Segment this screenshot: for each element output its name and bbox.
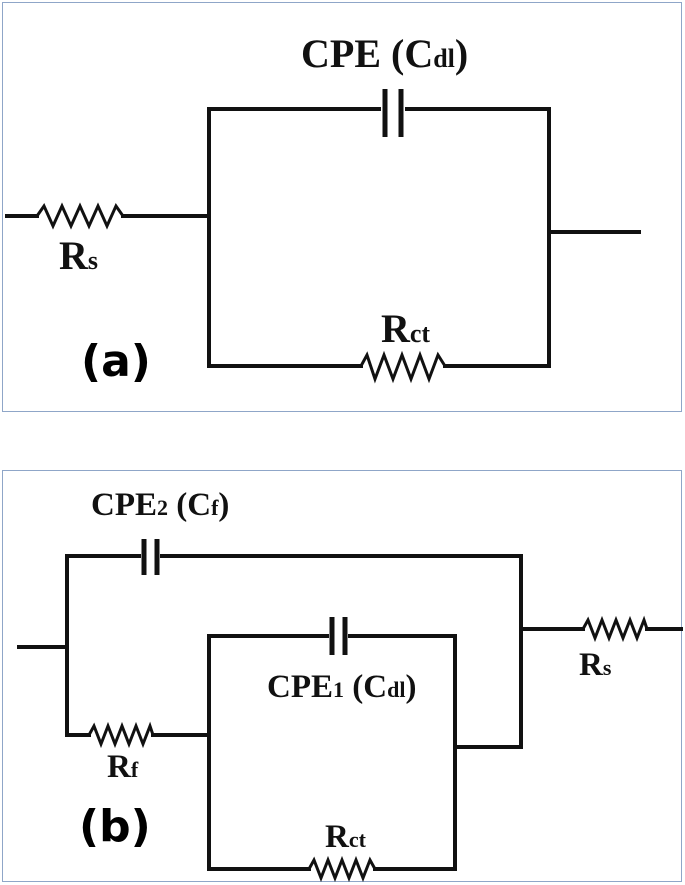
panel-tag-a: (a) xyxy=(81,336,151,387)
label-rs-a: Rs xyxy=(59,233,98,278)
resistor-rct-b xyxy=(307,855,377,883)
circuit-a-diagram: CPE (Cdl) Rs Rct (a) xyxy=(5,31,641,387)
resistor-rs-b xyxy=(581,615,649,643)
wire-b-inner-top-left xyxy=(207,634,329,871)
resistor-rct-a xyxy=(359,350,447,384)
wire-b-inner-top-right xyxy=(348,634,457,871)
label-cpe1-cdl: CPE1 (Cdl) xyxy=(267,669,416,705)
panel-tag-b: (b) xyxy=(79,801,151,852)
label-rf: Rf xyxy=(107,749,139,785)
resistor-rf xyxy=(87,721,155,749)
wire-a-top-left xyxy=(207,107,381,368)
wire-b-top-right xyxy=(160,554,523,749)
wire-a-top-right xyxy=(405,107,551,368)
wire-b-top-left xyxy=(65,554,141,737)
circuit-panel-a: CPE (Cdl) Rs Rct (a) xyxy=(2,2,682,412)
label-cpe2-cf: CPE2 (Cf) xyxy=(91,487,229,523)
label-rs-b: Rs xyxy=(579,647,612,683)
circuit-b-diagram: CPE2 (Cf) CPE1 (Cdl) Rs Rf Rct (b) xyxy=(17,487,683,883)
resistor-rs-a xyxy=(35,202,125,230)
label-cpe-cdl: CPE (Cdl) xyxy=(301,31,468,76)
label-rct-b: Rct xyxy=(325,819,367,855)
label-rct-a: Rct xyxy=(381,306,430,351)
circuit-panel-b: CPE2 (Cf) CPE1 (Cdl) Rs Rf Rct (b) xyxy=(2,470,683,883)
